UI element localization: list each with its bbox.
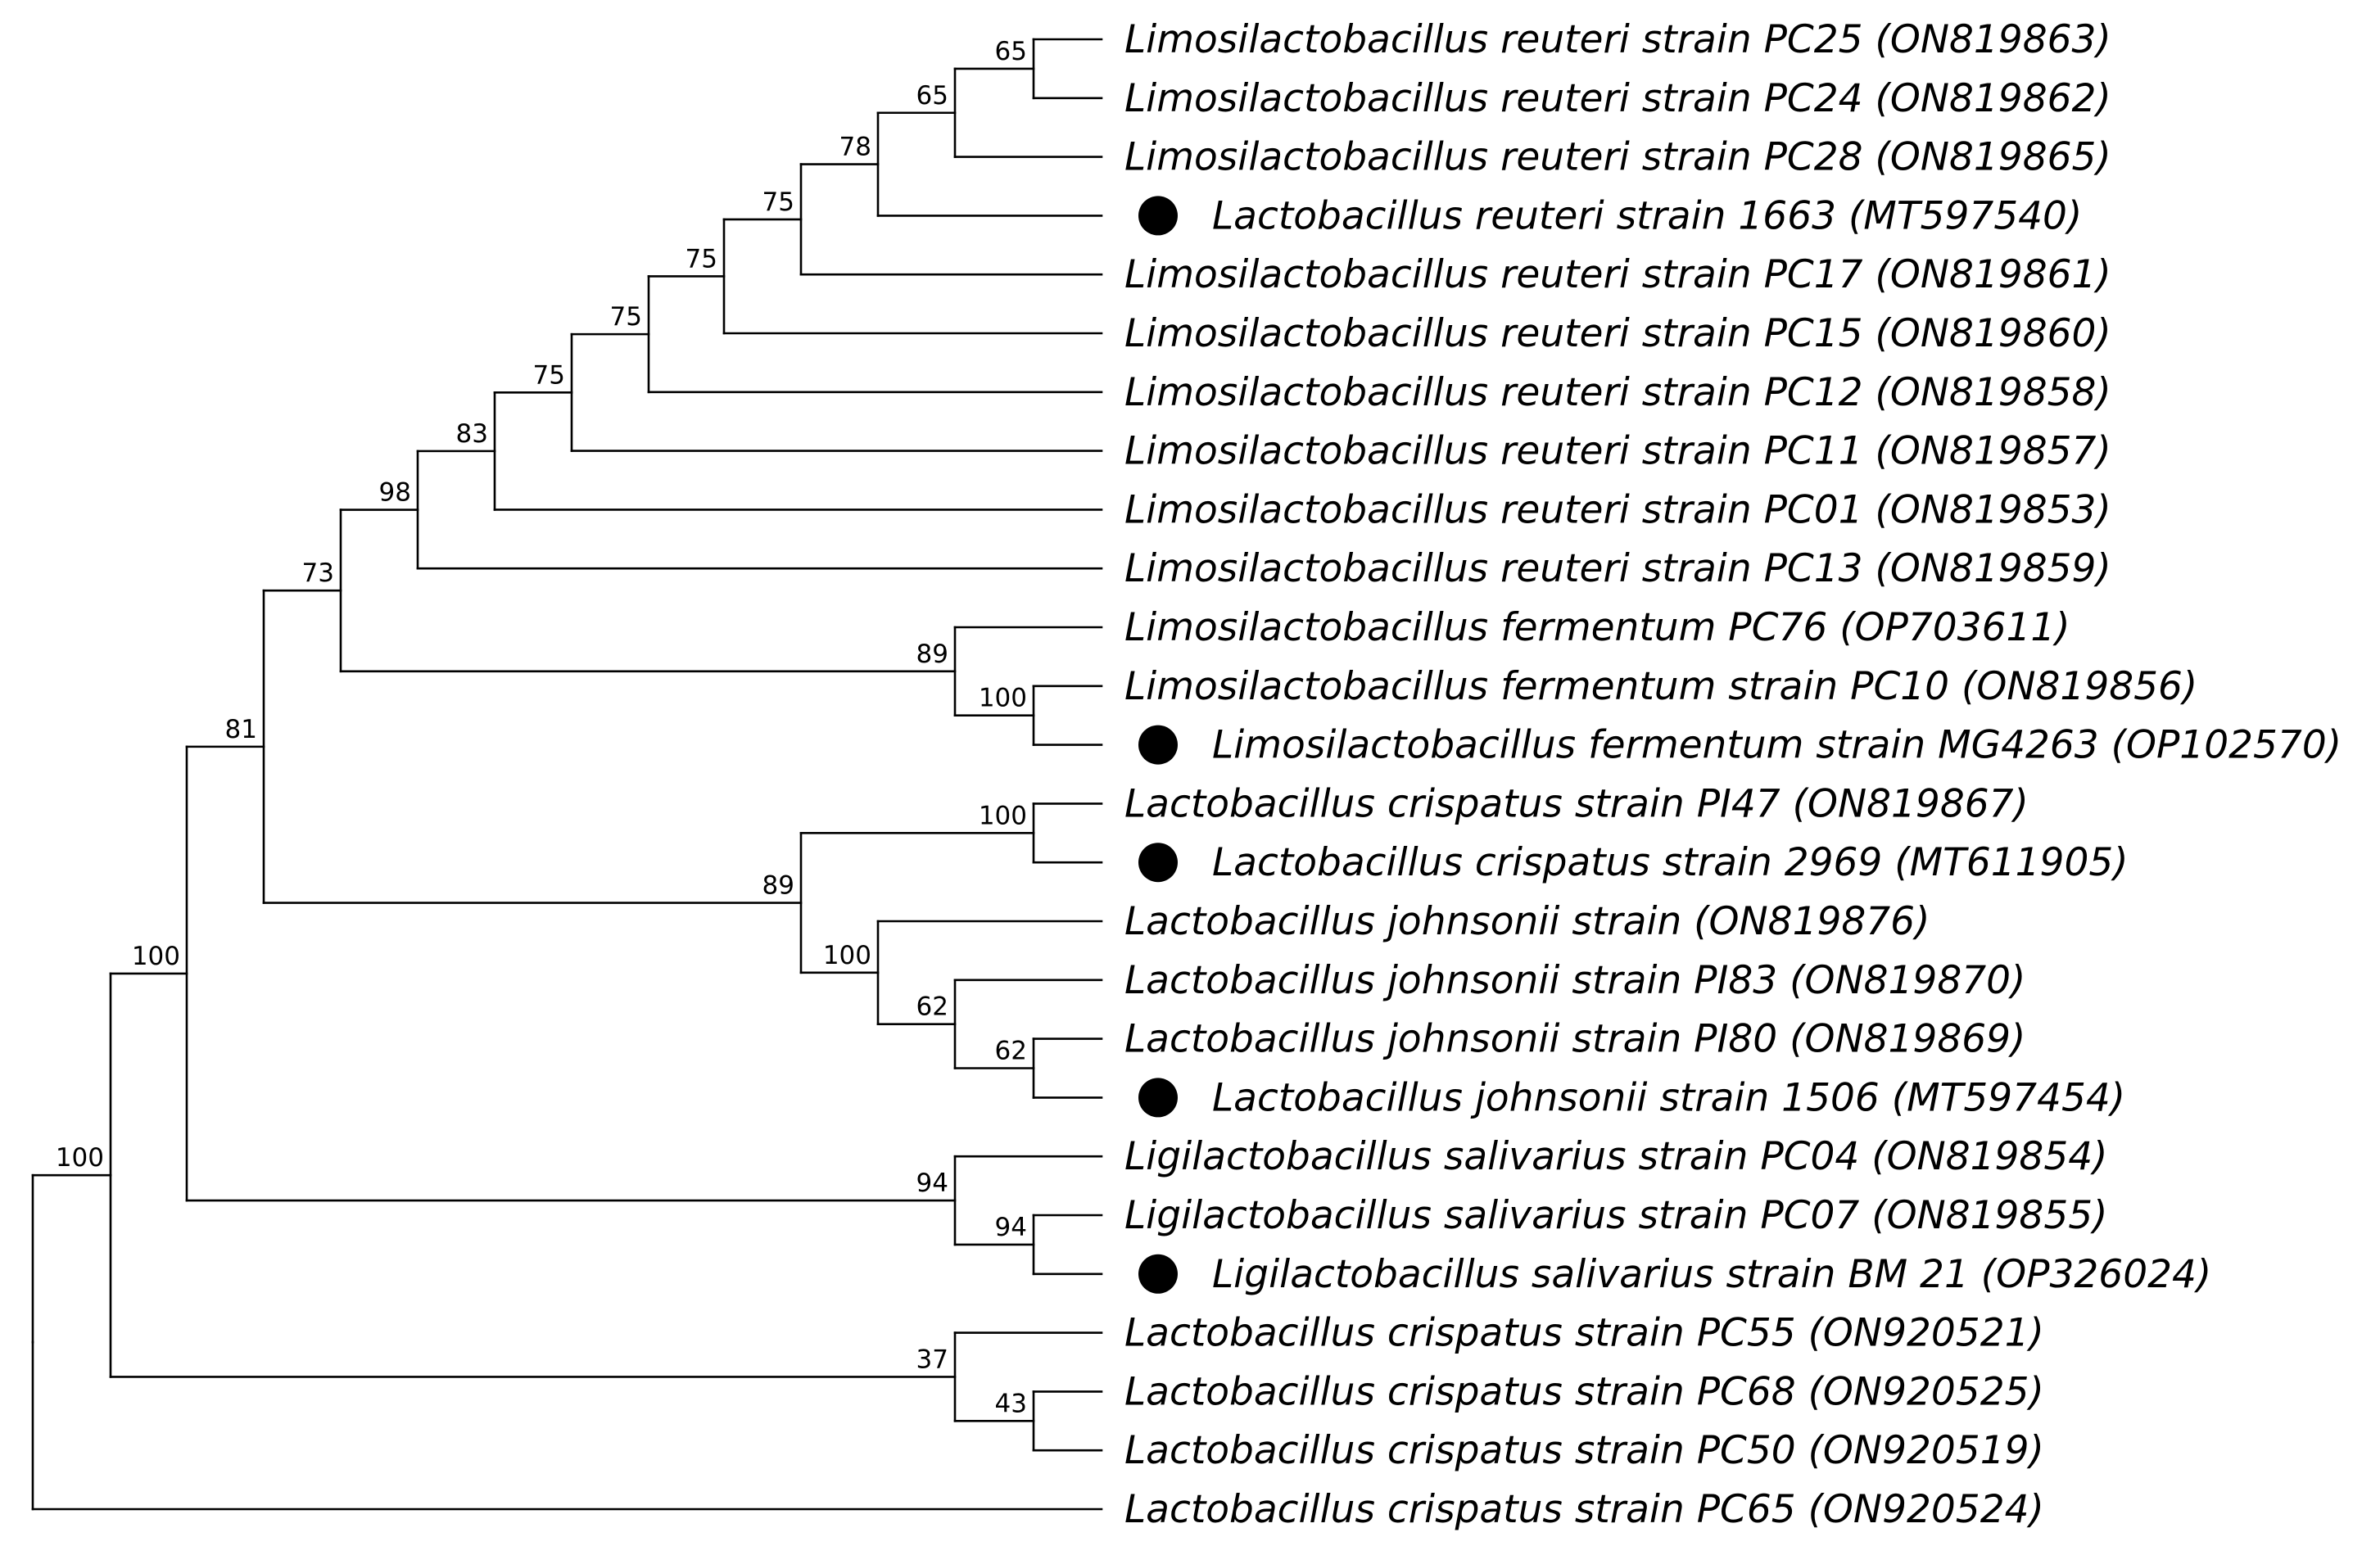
- taxon-label: Limosilactobacillus reuteri strain PC24 …: [1124, 76, 2111, 121]
- taxon-label: Limosilactobacillus reuteri strain PC01 …: [1124, 487, 2111, 532]
- bootstrap-value: 37: [916, 1345, 948, 1374]
- bootstrap-value: 94: [916, 1169, 948, 1198]
- bootstrap-value: 43: [995, 1389, 1027, 1418]
- bootstrap-value: 100: [56, 1143, 104, 1173]
- taxon-label: Lactobacillus johnsonii strain 1506 (MT5…: [1212, 1075, 2125, 1120]
- taxon-label: Limosilactobacillus reuteri strain PC15 …: [1124, 311, 2111, 356]
- taxon-label: Ligilactobacillus salivarius strain PC07…: [1124, 1193, 2107, 1238]
- bootstrap-value: 89: [762, 871, 794, 901]
- taxon-label: Lactobacillus crispatus strain PC68 (ON9…: [1124, 1369, 2044, 1414]
- bootstrap-value: 81: [225, 715, 257, 744]
- bootstrap-value: 98: [379, 478, 411, 508]
- reference-strain-marker-icon: [1138, 1078, 1178, 1118]
- taxon-label: Lactobacillus johnsonii strain PI83 (ON8…: [1124, 958, 2025, 1003]
- bootstrap-value: 75: [610, 302, 642, 332]
- bootstrap-value: 94: [995, 1213, 1027, 1242]
- taxon-label: Limosilactobacillus reuteri strain PC28 …: [1124, 135, 2111, 180]
- bootstrap-value: 100: [823, 941, 871, 970]
- reference-strain-markers: [1138, 196, 1178, 1294]
- taxon-label: Lactobacillus crispatus strain PC50 (ON9…: [1124, 1428, 2044, 1473]
- bootstrap-value: 75: [762, 188, 794, 217]
- reference-strain-marker-icon: [1138, 196, 1178, 236]
- reference-strain-marker-icon: [1138, 1254, 1178, 1294]
- bootstrap-value: 62: [916, 992, 948, 1022]
- taxon-labels: Limosilactobacillus reuteri strain PC25 …: [1124, 17, 2342, 1532]
- taxon-label: Limosilactobacillus reuteri strain PC17 …: [1124, 252, 2111, 297]
- bootstrap-value: 78: [839, 133, 871, 162]
- taxon-label: Limosilactobacillus reuteri strain PC12 …: [1124, 370, 2111, 415]
- bootstrap-value: 65: [995, 37, 1027, 66]
- taxon-label: Ligilactobacillus salivarius strain PC04…: [1124, 1134, 2107, 1179]
- bootstrap-value: 83: [456, 419, 488, 449]
- taxon-label: Lactobacillus johnsonii strain (ON819876…: [1124, 899, 1930, 944]
- reference-strain-marker-icon: [1138, 843, 1178, 883]
- taxon-label: Lactobacillus crispatus strain PI47 (ON8…: [1124, 781, 2029, 826]
- taxon-label: Limosilactobacillus reuteri strain PC13 …: [1124, 546, 2111, 591]
- taxon-label: Lactobacillus johnsonii strain PI80 (ON8…: [1124, 1017, 2025, 1062]
- taxon-label: Ligilactobacillus salivarius strain BM 2…: [1212, 1252, 2211, 1297]
- bootstrap-values: 65 65 78 75 75 75 75 83 98 100 89 73 100 62 62 100 89 81 9…: [56, 37, 1027, 1418]
- taxon-label: Lactobacillus reuteri strain 1663 (MT597…: [1212, 193, 2082, 238]
- bootstrap-value: 73: [302, 558, 334, 588]
- taxon-label: Lactobacillus crispatus strain PC65 (ON9…: [1124, 1487, 2044, 1532]
- bootstrap-value: 100: [132, 942, 180, 971]
- bootstrap-value: 100: [979, 801, 1027, 830]
- tree-branches: [31, 38, 1103, 1511]
- taxon-label: Limosilactobacillus fermentum strain MG4…: [1212, 723, 2342, 768]
- bootstrap-value: 75: [533, 360, 565, 390]
- taxon-label: Limosilactobacillus fermentum strain PC1…: [1124, 664, 2197, 709]
- taxon-label: Lactobacillus crispatus strain 2969 (MT6…: [1212, 840, 2129, 885]
- reference-strain-marker-icon: [1138, 725, 1178, 765]
- bootstrap-value: 75: [685, 244, 717, 273]
- taxon-label: Limosilactobacillus reuteri strain PC25 …: [1124, 17, 2111, 62]
- taxon-label: Limosilactobacillus fermentum PC76 (OP70…: [1124, 605, 2070, 650]
- bootstrap-value: 89: [916, 640, 948, 669]
- taxon-label: Limosilactobacillus reuteri strain PC11 …: [1124, 429, 2111, 474]
- bootstrap-value: 62: [995, 1037, 1027, 1066]
- bootstrap-value: 100: [979, 684, 1027, 713]
- taxon-label: Lactobacillus crispatus strain PC55 (ON9…: [1124, 1311, 2044, 1356]
- bootstrap-value: 65: [916, 81, 948, 111]
